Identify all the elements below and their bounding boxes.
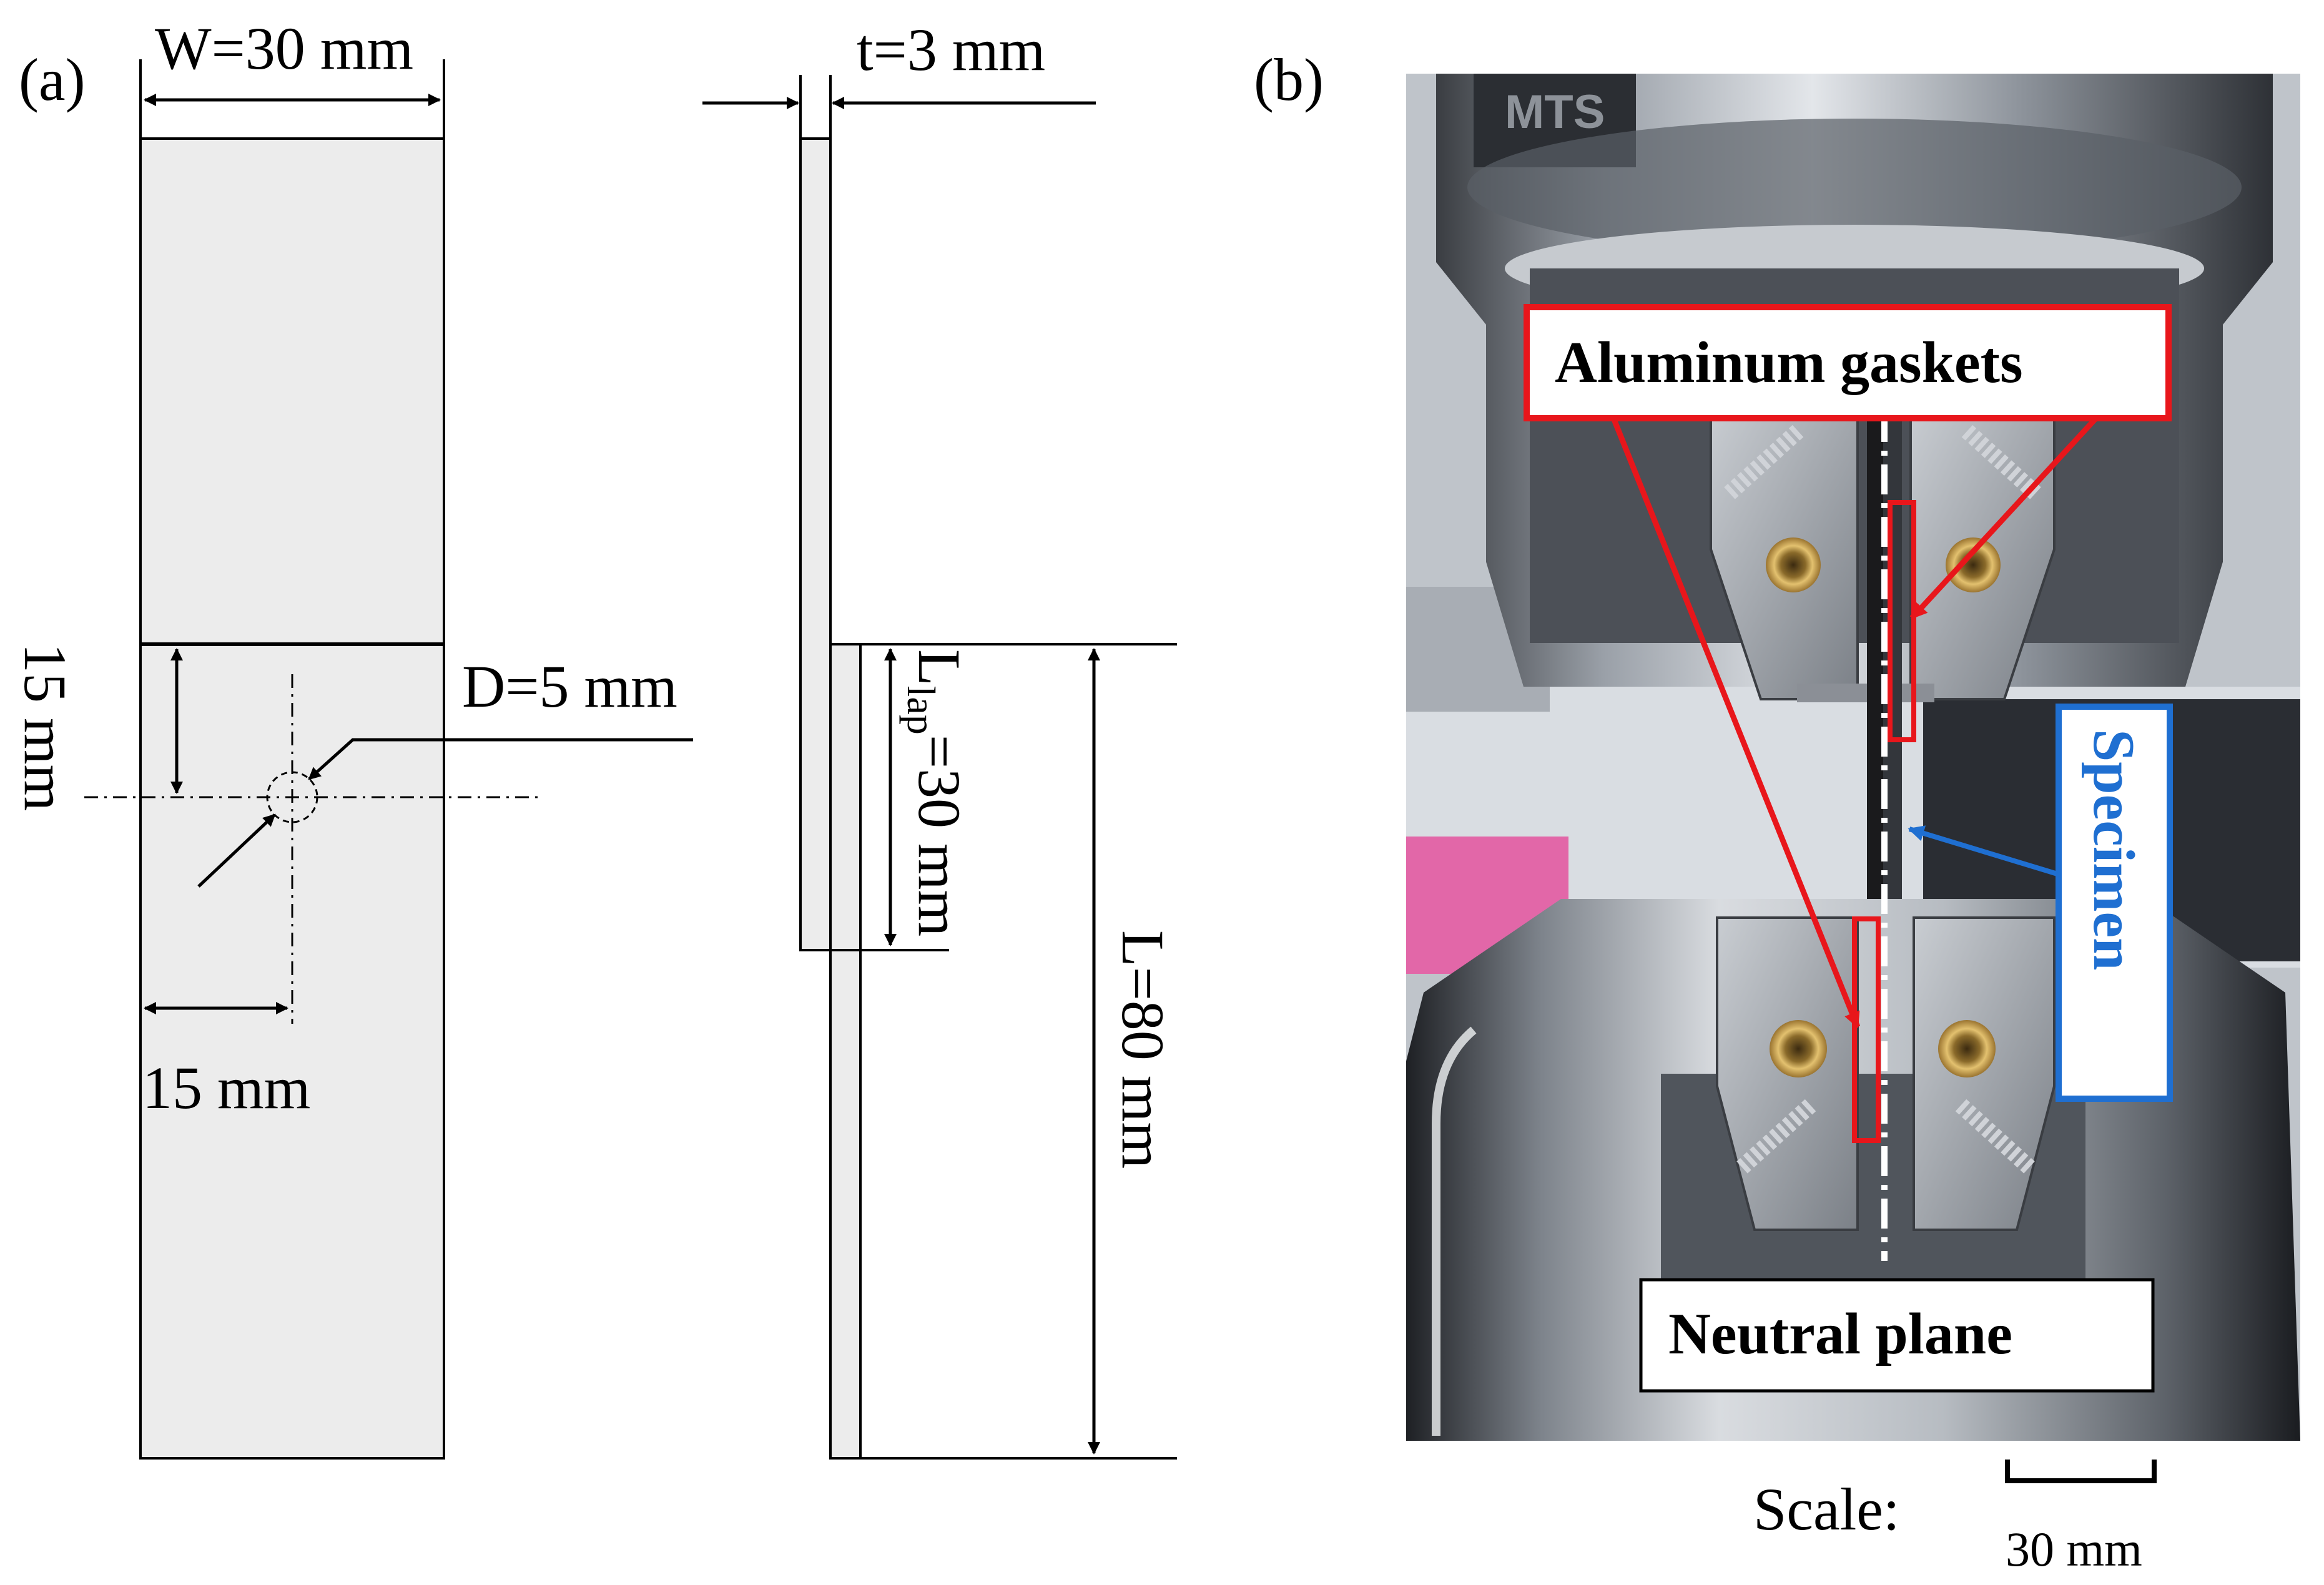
- panel-b-label: (b): [1254, 46, 1324, 113]
- panel-a: (a) W=30 mm 15 mm D=5 mm 15 mm: [12, 15, 1177, 1460]
- vertical-offset-label: 15 mm: [12, 643, 79, 811]
- total-length-label: L=80 mm: [1110, 930, 1176, 1169]
- specimen-label: Specimen: [2081, 729, 2146, 970]
- gasket-highlight-lower: [1852, 916, 1881, 1143]
- scale-value: 30 mm: [2006, 1522, 2142, 1576]
- aluminum-gaskets-label: Aluminum gaskets: [1555, 330, 2023, 395]
- hole-diameter-leader-lower: [197, 813, 276, 888]
- scale-label: Scale:: [1753, 1476, 1900, 1543]
- lap-length-main: L: [906, 649, 973, 686]
- lap-length-label: Llap=30 mm: [899, 649, 973, 936]
- lap-length-sub: lap: [899, 686, 943, 735]
- width-label: W=30 mm: [155, 15, 413, 82]
- aluminum-gaskets-box: [1524, 304, 2172, 421]
- upper-plate-side: [799, 137, 832, 951]
- machine-logo: MTS: [1505, 86, 1605, 139]
- scale-bar: [2005, 1460, 2157, 1483]
- lower-plate-front: [139, 643, 445, 1460]
- panel-a-label: (a): [19, 46, 86, 113]
- specimen-arrow: [1908, 825, 2059, 876]
- neutral-plane-label: Neutral plane: [1668, 1302, 2012, 1367]
- lap-length-value: =30 mm: [906, 735, 973, 936]
- gasket-arrow-lower: [1611, 418, 1861, 1029]
- lower-plate-side: [829, 643, 862, 1460]
- panel-b: (b) MTS: [1254, 46, 2300, 1576]
- upper-plate-front: [139, 137, 445, 645]
- gasket-arrow-upper: [1909, 417, 2097, 621]
- horizontal-offset-label: 15 mm: [142, 1054, 310, 1121]
- specimen-box: [2056, 704, 2173, 1102]
- hole-diameter-leader-upper: [308, 738, 693, 780]
- rivet-hole: [266, 771, 318, 823]
- gasket-highlight-upper: [1888, 500, 1916, 742]
- thickness-label: t=3 mm: [857, 16, 1045, 83]
- neutral-plane-box: [1639, 1278, 2155, 1393]
- hole-diameter-label: D=5 mm: [462, 653, 677, 720]
